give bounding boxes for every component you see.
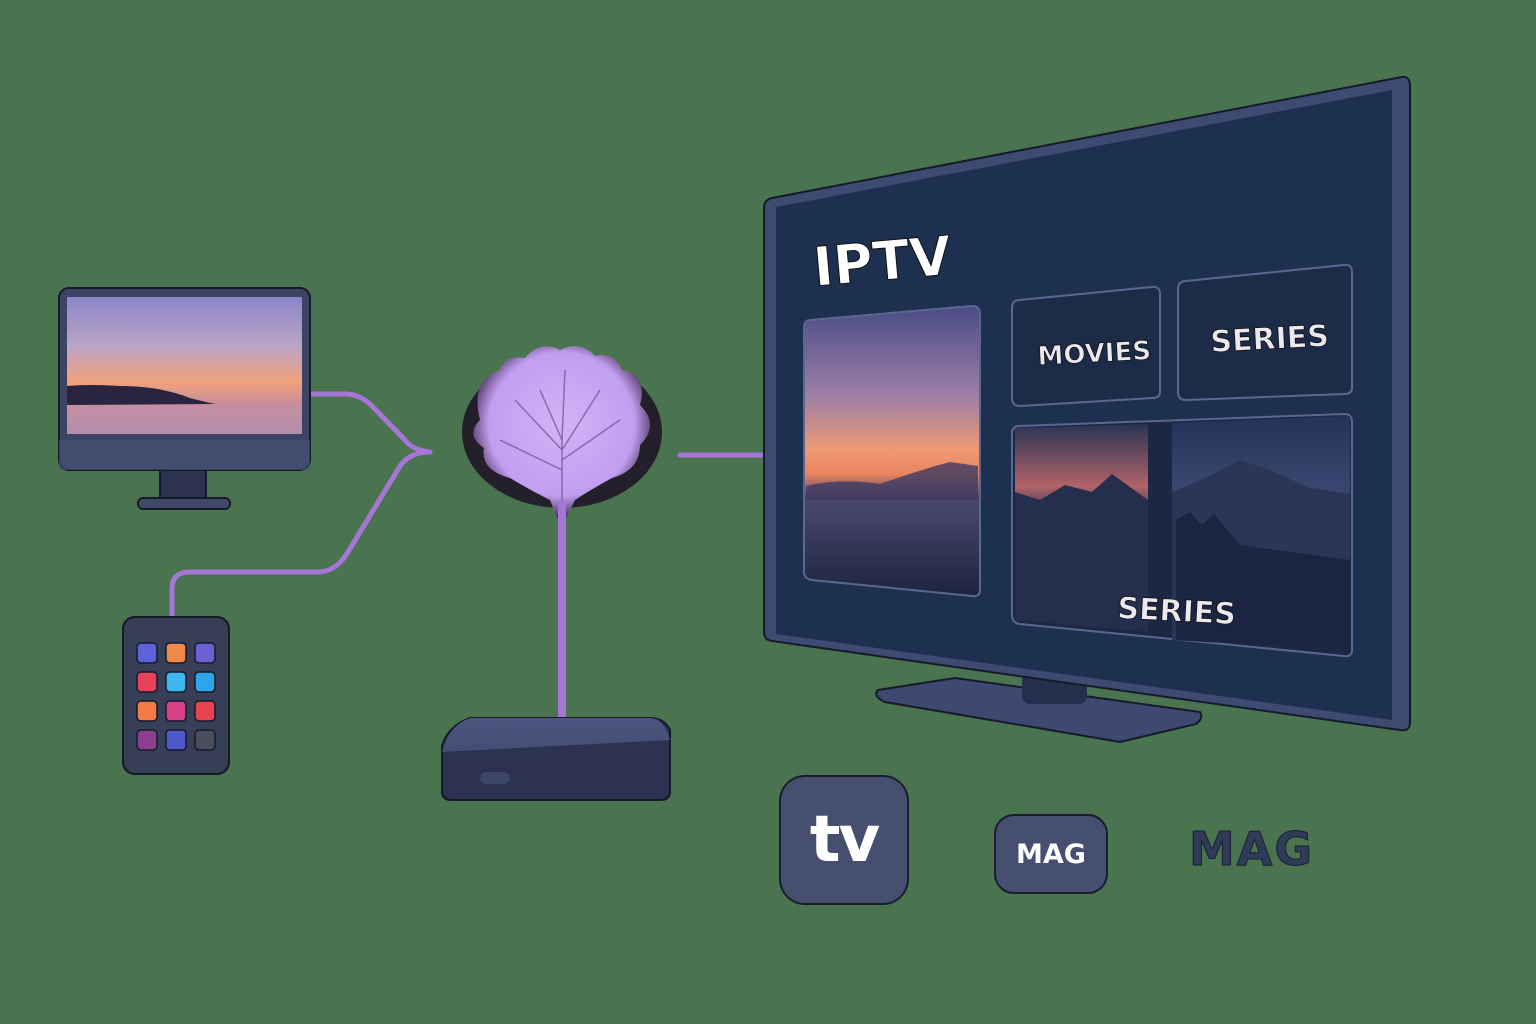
keypad-controller — [122, 616, 230, 775]
tv-title: IPTV — [811, 224, 954, 299]
tile-series-wide-label: SERIES — [1117, 591, 1237, 632]
set-top-box-indicator — [480, 772, 510, 784]
keypad-key[interactable] — [165, 700, 187, 722]
cable-monitor-to-hub — [307, 391, 433, 455]
keypad-key[interactable] — [194, 700, 216, 722]
cable-keypad-to-hub — [169, 449, 433, 618]
mag-badge-text: MAG — [1016, 838, 1086, 870]
tv: IPTV MOVIES SERIES SERIES — [763, 75, 1411, 732]
tile-series-wide[interactable]: SERIES — [1011, 412, 1353, 658]
tv-app-logo[interactable]: tv — [779, 775, 909, 905]
tile-series-label: SERIES — [1210, 319, 1330, 360]
mag-badge-logo[interactable]: MAG — [994, 814, 1108, 894]
keypad-key[interactable] — [194, 729, 216, 751]
mag-text-logo: MAG — [1188, 822, 1315, 882]
tree-network-hub-icon — [462, 346, 662, 718]
tv-logo-text: tv — [809, 803, 880, 877]
set-top-box — [441, 717, 671, 801]
keypad-key[interactable] — [136, 729, 158, 751]
keypad-key[interactable] — [165, 671, 187, 693]
tile-featured[interactable] — [803, 304, 981, 598]
keypad-key[interactable] — [136, 671, 158, 693]
desktop-monitor — [58, 287, 311, 510]
keypad-key[interactable] — [165, 642, 187, 664]
keypad-key[interactable] — [194, 671, 216, 693]
tile-movies-label: MOVIES — [1037, 336, 1152, 372]
tile-series[interactable]: SERIES — [1177, 263, 1353, 402]
keypad-key[interactable] — [136, 700, 158, 722]
tile-movies[interactable]: MOVIES — [1011, 285, 1161, 408]
mag-plain-text: MAG — [1188, 822, 1315, 877]
keypad-key[interactable] — [165, 729, 187, 751]
keypad-key[interactable] — [194, 642, 216, 664]
keypad-key[interactable] — [136, 642, 158, 664]
